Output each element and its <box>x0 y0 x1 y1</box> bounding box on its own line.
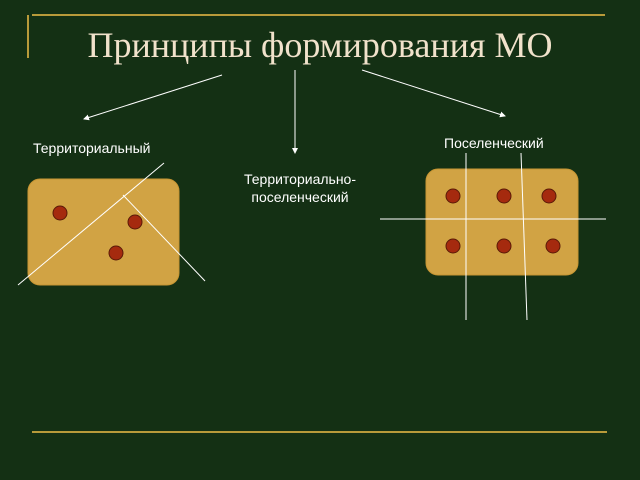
territorial-dot <box>108 245 124 261</box>
label-territorial-settlement: Территориально-поселенческий <box>243 171 357 205</box>
settlement-dot <box>496 238 512 254</box>
arrow-to-territorial <box>83 74 223 121</box>
label-settlement: Поселенческий <box>444 135 544 151</box>
settlement-dot <box>445 238 461 254</box>
territorial-boundary-line <box>17 162 165 286</box>
settlement-grid-line <box>520 152 528 321</box>
settlement-dot <box>496 188 512 204</box>
territorial-dot <box>127 214 143 230</box>
label-territorial: Территориальный <box>33 140 151 156</box>
settlement-dot <box>541 188 557 204</box>
slide-title: Принципы формирования МО <box>87 25 553 65</box>
territorial-dot <box>52 205 68 221</box>
arrow-to-settlement <box>361 69 506 118</box>
territorial-box <box>27 178 180 286</box>
settlement-dot <box>445 188 461 204</box>
territorial-boundary-line <box>122 194 206 282</box>
settlement-dot <box>545 238 561 254</box>
settlement-box <box>425 168 579 276</box>
